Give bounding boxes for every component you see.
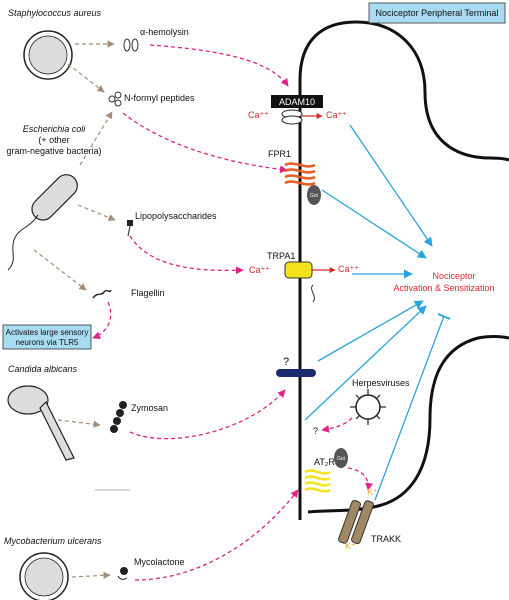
outcome-arrows: [304, 124, 451, 501]
k-in-label: K⁺: [367, 487, 378, 497]
adam10-channel-icon: [281, 109, 303, 125]
formyl-peptide-icon: [108, 91, 122, 107]
mycolactone-label: Mycolactone: [134, 557, 185, 567]
arrow-formyl-fpr1: [122, 112, 288, 174]
arrow-gi-k: [347, 467, 373, 491]
arrow-ecoli-formyl: [79, 111, 113, 166]
trakk-channel-icon: [338, 499, 374, 545]
arrow-herpes-q: [321, 417, 353, 433]
at2r-label: AT₂R: [314, 457, 335, 467]
ca-out-trpa1: Ca⁺⁺: [338, 264, 359, 274]
fpr1-receptor-icon: [284, 162, 316, 186]
mycolactone-icon: [117, 567, 128, 580]
lps-label: Lipopolysaccharides: [135, 211, 217, 221]
herpes-q-label: ?: [313, 426, 318, 436]
tlr5-line1: Activates large sensory: [6, 328, 89, 337]
ecoli-label-3: gram-negative bacteria): [6, 146, 101, 156]
adam10-box: [271, 95, 323, 108]
zymosan-label: Zymosan: [131, 403, 168, 413]
arrow-ecoli-lps: [77, 204, 116, 221]
lps-icon: [127, 220, 133, 237]
trpa1-label: TRPA1: [267, 251, 295, 261]
arrow-hemolysin-adam10: [149, 44, 289, 87]
outcome-line1: Nociceptor: [432, 271, 475, 281]
terminal-label-box: [368, 2, 506, 24]
arrow-zymosan-unknown: [129, 389, 286, 440]
neuron-terminal: [298, 20, 509, 520]
arrow-adam10-outcome: [349, 124, 433, 247]
arrow-staph-formyl: [67, 63, 105, 93]
unknown-receptor-label: ?: [283, 356, 289, 368]
myco-bacterium-icon: [19, 552, 69, 600]
trpa1-cytosolic-icon: [311, 284, 315, 303]
hemolysin-icon: [123, 38, 139, 52]
inhibit-bar: [437, 313, 451, 320]
trpa1-channel-icon: [284, 261, 313, 279]
unknown-receptor-icon: [276, 369, 316, 377]
arrow-lps-trpa1: [129, 235, 244, 275]
hemolysin-label: α-hemolysin: [140, 27, 189, 37]
trakk-label: TRAKK: [371, 534, 401, 544]
ca-in-trpa1: Ca⁺⁺: [249, 265, 270, 275]
gi-protein-icon-at2r: [334, 448, 348, 468]
neuron-membrane-outline-lower: [307, 335, 509, 514]
arrow-mycolactone-at2r: [134, 489, 299, 581]
arrow-fpr1-outcome: [321, 189, 427, 259]
herpesvirus-icon: [350, 389, 386, 425]
candida-yeast-icon: [7, 385, 75, 461]
ecoli-label-1: Escherichia coli: [23, 124, 87, 134]
neuron-membrane-outline: [298, 20, 509, 520]
arrow-candida-zymosan: [57, 419, 101, 428]
ca-in-adam10: Ca⁺⁺: [248, 110, 269, 120]
ecoli-bacterium-icon: [7, 174, 78, 271]
arrow-ecoli-flagellin: [33, 249, 87, 291]
ecoli-label-2: (+ other: [38, 135, 69, 145]
ca-out-adam10: Ca⁺⁺: [326, 110, 347, 120]
myco-label: Mycobacterium ulcerans: [4, 536, 102, 546]
gi-protein-icon-fpr1: [307, 185, 321, 205]
herpes-label: Herpesviruses: [352, 378, 410, 388]
adam10-label: ADAM10: [279, 97, 315, 107]
release-arrows: [33, 40, 116, 579]
arrow-herpes-outcome: [304, 305, 427, 421]
candida-label: Candida albicans: [8, 364, 78, 374]
terminal-label: Nociceptor Peripheral Terminal: [376, 8, 499, 18]
k-out-label: K⁺: [345, 541, 356, 551]
zymosan-icon: [110, 401, 127, 433]
tlr5-box: [2, 324, 92, 350]
at2r-receptor-icon: [304, 469, 331, 493]
staph-bacterium-icon: [23, 30, 73, 80]
signal-arrows: [92, 44, 373, 581]
arrow-unknown-outcome: [317, 300, 424, 362]
tlr5-line2: neurons via TLR5: [16, 338, 80, 347]
arrow-myco-mycolactone: [71, 571, 111, 579]
outcome-line2: Activation & Sensitization: [393, 283, 494, 293]
gi-label-fpr1: Gαi: [310, 193, 318, 199]
flagellin-icon: [92, 289, 112, 299]
formyl-label: N-formyl peptides: [124, 93, 195, 103]
flagellin-label: Flagellin: [131, 288, 165, 298]
staph-label: Staphylococcus aureus: [8, 8, 102, 18]
inhibit-trakk-outcome: [374, 315, 445, 501]
arrow-flagellin-tlr5: [92, 301, 112, 340]
gi-label-at2r: Gαi: [337, 456, 345, 462]
fpr1-label: FPR1: [268, 149, 291, 159]
